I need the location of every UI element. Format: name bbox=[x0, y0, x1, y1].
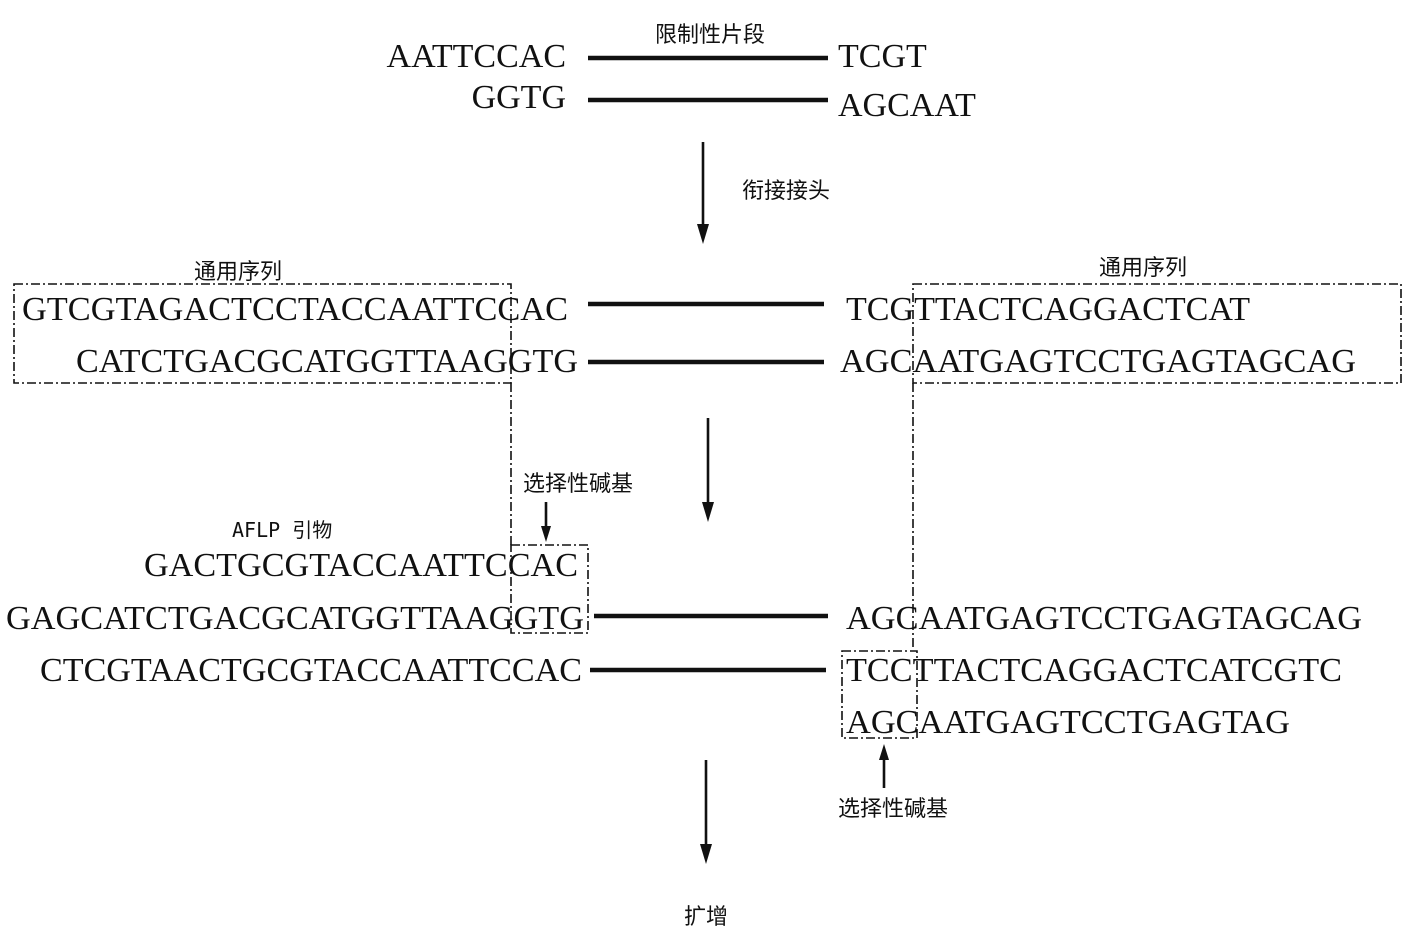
selective-base-arrow-bottom bbox=[879, 744, 889, 788]
universal-seq-box-right bbox=[912, 283, 1402, 384]
universal-seq-label-right: 通用序列 bbox=[1099, 256, 1187, 281]
universal-seq-box-left bbox=[13, 283, 512, 384]
ligate-adapter-label: 衔接接头 bbox=[742, 179, 830, 204]
selective-base-arrow-top bbox=[541, 502, 551, 542]
adapter-bottom-left-seq: CATCTGACGCATGGTTAAGGTG bbox=[76, 343, 578, 380]
selective-base-label-bottom: 选择性碱基 bbox=[838, 797, 948, 822]
down-arrow-2 bbox=[702, 418, 714, 522]
template-row1-right-seq: AGCAATGAGTCCTGAGTAGCAG bbox=[846, 600, 1362, 637]
fragment-bottom-right-seq: AGCAAT bbox=[838, 87, 976, 124]
template-row1-left-seq: GAGCATCTGACGCATGGTTAAGGTG bbox=[6, 600, 584, 637]
aflp-primer-seq: GACTGCGTACCAATTCCAC bbox=[144, 547, 578, 584]
adapter-top-left-seq: GTCGTAGACTCCTACCAATTCCAC bbox=[22, 291, 568, 328]
template-row2-right-seq: TCCTTACTCAGGACTCATCGTC bbox=[846, 652, 1342, 689]
selective-base-box-left bbox=[510, 544, 589, 634]
selective-base-label-top: 选择性碱基 bbox=[523, 472, 633, 497]
adapter-bottom-right-seq: AGCAATGAGTCCTGAGTAGCAG bbox=[840, 343, 1356, 380]
template-row2-left-seq: CTCGTAACTGCGTACCAATTCCAC bbox=[40, 652, 582, 689]
down-arrow-3 bbox=[700, 760, 712, 864]
amplify-label: 扩增 bbox=[684, 905, 728, 930]
down-arrow-1 bbox=[697, 142, 709, 244]
fragment-bottom-left-seq: GGTG bbox=[472, 79, 566, 116]
aflp-primer-label: AFLP 引物 bbox=[232, 518, 332, 542]
adapter-top-right-seq: TCGTTACTCAGGACTCAT bbox=[846, 291, 1250, 328]
selective-base-box-right bbox=[841, 650, 918, 739]
fragment-label: 限制性片段 bbox=[655, 23, 765, 48]
universal-seq-label-left: 通用序列 bbox=[194, 260, 282, 285]
reverse-primer-seq: AGCAATGAGTCCTGAGTAG bbox=[846, 704, 1290, 741]
fragment-top-left-seq: AATTCCAC bbox=[387, 38, 566, 75]
fragment-top-right-seq: TCGT bbox=[838, 38, 927, 75]
